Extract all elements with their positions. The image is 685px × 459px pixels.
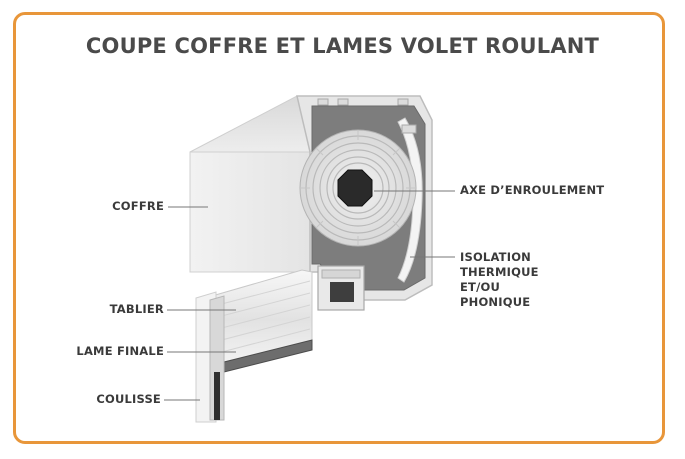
label-coulisse: COULISSE [96,392,161,406]
label-tablier: TABLIER [109,302,164,316]
label-isolation-line-1: ISOLATION [460,250,531,264]
roll-slat-ticks [300,130,416,246]
leader-lines [164,190,455,401]
lower-guide-profile [317,265,365,311]
coulisse-groove [214,372,220,420]
label-isolation: ISOLATION THERMIQUE ET/OU PHONIQUE [460,250,539,310]
tablier-slat-lines [213,280,311,355]
label-isolation-line-2: THERMIQUE [460,265,539,279]
winding-axle [337,169,373,207]
label-isolation-line-3: ET/OU [460,280,501,294]
label-isolation-line-4: PHONIQUE [460,295,531,309]
label-axe-enroulement: AXE D’ENROULEMENT [460,183,605,197]
profile-ribs [317,98,417,134]
coffre-front-face [189,151,311,273]
label-coffre: COFFRE [112,199,164,213]
label-lame-finale: LAME FINALE [76,344,164,358]
diagram-title: COUPE COFFRE ET LAMES VOLET ROULANT [85,34,600,58]
coulisse-channel [209,295,225,421]
